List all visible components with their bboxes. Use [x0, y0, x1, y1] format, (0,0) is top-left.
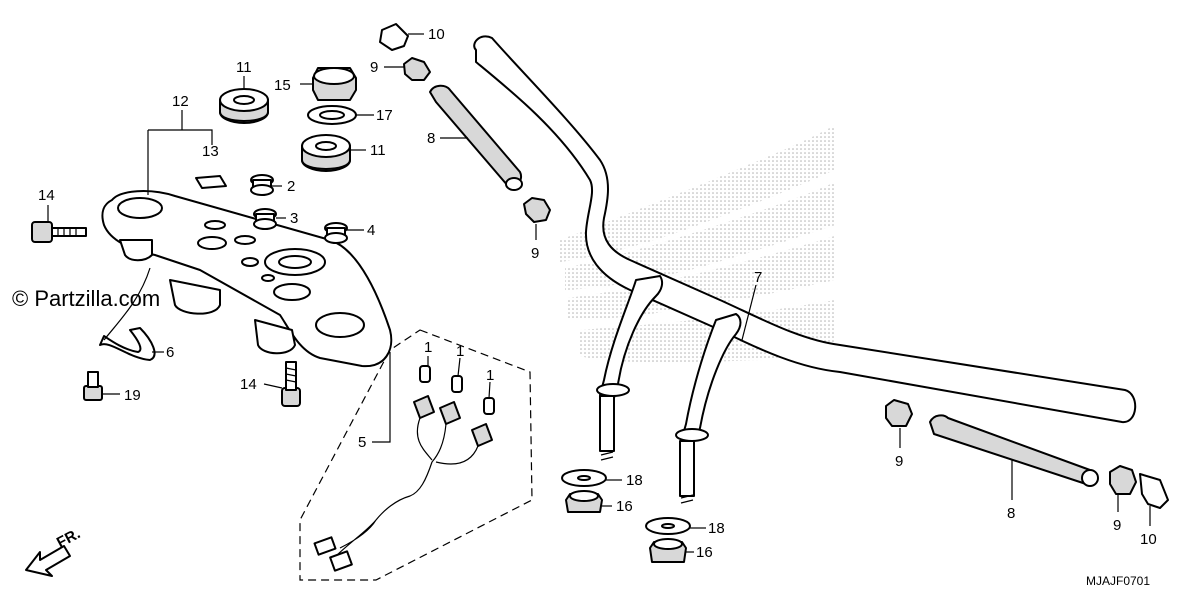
steering-stem-nut: [312, 67, 357, 101]
callout-8-right: 8: [1007, 505, 1015, 522]
callout-9-mid: 9: [531, 245, 539, 262]
callout-11-lower: 11: [370, 142, 386, 159]
front-direction-arrow: FR.: [25, 525, 83, 577]
callout-18-b: 18: [708, 520, 725, 537]
callout-5: 5: [358, 434, 366, 451]
callout-3: 3: [290, 210, 298, 227]
diagram-code: MJAJF0701: [1086, 574, 1150, 588]
oil-seal-upper: [219, 88, 269, 124]
handlebar-pipe: [473, 35, 1137, 504]
grommet-4: [324, 222, 348, 244]
harness-group-boundary: [299, 329, 533, 581]
callout-2: 2: [287, 178, 295, 195]
collar-9-top: [403, 57, 431, 81]
bolt-14-left: [31, 221, 87, 243]
callout-6: 6: [166, 344, 174, 361]
callout-7: 7: [754, 269, 762, 286]
partzilla-watermark: © Partzilla.com: [12, 286, 160, 311]
callout-15: 15: [274, 77, 291, 94]
callout-13: 13: [202, 143, 219, 160]
collar-9-right-outer: [1109, 465, 1137, 495]
oil-seal-lower: [301, 134, 351, 172]
callout-4: 4: [367, 222, 375, 239]
callout-16-a: 16: [616, 498, 633, 515]
nut-16-b: [649, 538, 687, 563]
callout-14-left: 14: [38, 187, 55, 204]
top-bridge: [101, 190, 393, 368]
balancer-weight-8-top: [429, 84, 523, 191]
callout-10-top: 10: [428, 26, 445, 43]
nut-16-a: [565, 490, 603, 513]
washer-17: [307, 105, 357, 125]
bulb-1-a: [419, 365, 431, 383]
callout-9-right-inner: 9: [895, 453, 903, 470]
callout-12: 12: [172, 93, 189, 110]
callout-1-b: 1: [456, 343, 464, 360]
callout-11-top: 11: [236, 59, 252, 76]
washer-18-a: [561, 469, 607, 487]
leader-lines: [47, 33, 1151, 553]
callout-17: 17: [376, 107, 393, 124]
callout-1-c: 1: [486, 367, 494, 384]
washer-18-b: [645, 517, 691, 535]
clip-10-right: [1139, 473, 1169, 509]
callout-10-right: 10: [1140, 531, 1157, 548]
wire-harness: [313, 395, 493, 572]
grommet-2: [250, 174, 274, 196]
callout-8-top: 8: [427, 130, 435, 147]
callout-14-right: 14: [240, 376, 257, 393]
callout-19: 19: [124, 387, 141, 404]
front-direction-label: FR.: [54, 525, 83, 551]
balancer-weight-8-right: [929, 414, 1099, 487]
grommet-3: [253, 208, 277, 230]
callout-9-top: 9: [370, 59, 378, 76]
callout-9-right-outer: 9: [1113, 517, 1121, 534]
clip-10-top: [379, 23, 409, 51]
callout-16-b: 16: [696, 544, 713, 561]
bolt-14-right: [281, 361, 301, 407]
wire-clip: [99, 327, 156, 361]
emblem-plate: [195, 175, 227, 189]
callout-18-a: 18: [626, 472, 643, 489]
collar-9-mid: [523, 197, 551, 223]
callout-numbers: 10 9 8 9 11 15 17 11 12 13 2 3 4 14 14 6…: [38, 26, 1157, 561]
callout-1-a: 1: [424, 339, 432, 356]
bulb-1-b: [451, 375, 463, 393]
collar-9-right-inner: [885, 399, 913, 427]
bolt-19: [83, 371, 103, 401]
bulb-1-c: [483, 397, 495, 415]
